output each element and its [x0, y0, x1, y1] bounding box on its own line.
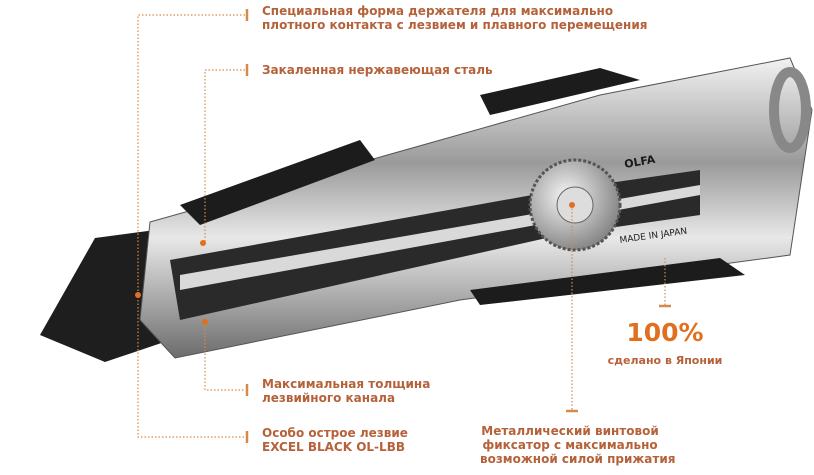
callout-steel: Закаленная нержавеющая сталь	[262, 63, 493, 77]
top-grip-rear	[480, 68, 640, 115]
leader-ticks	[245, 9, 671, 443]
top-grip	[180, 140, 375, 225]
callout-holder-shape: Специальная форма держателя для максимал…	[262, 4, 648, 32]
callout-dots	[135, 202, 575, 325]
bottom-grip	[470, 258, 745, 305]
hook-loop	[769, 67, 811, 153]
brand-marking: OLFA	[623, 153, 656, 171]
badge-text: сделано в Японии	[607, 354, 723, 367]
badge-percent: 100%	[626, 318, 704, 347]
leader-lines	[137, 14, 666, 438]
